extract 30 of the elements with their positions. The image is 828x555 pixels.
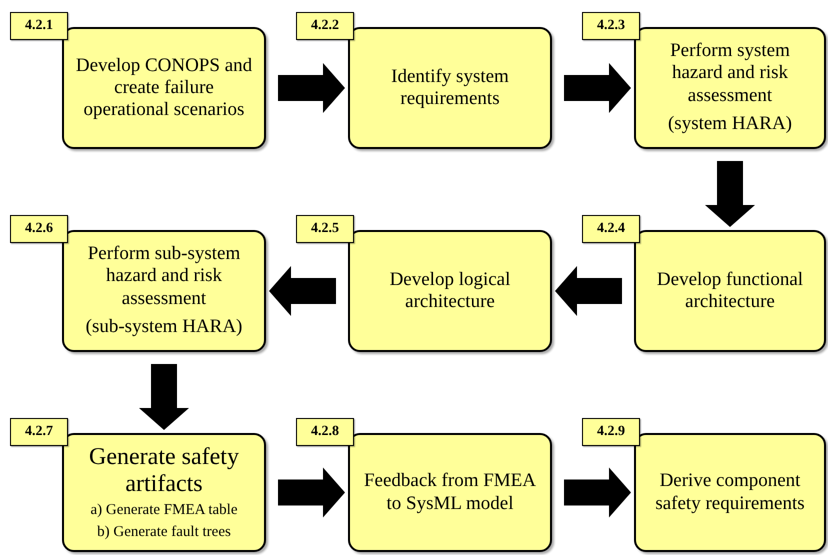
step-title: Develop logical architecture [388,268,512,314]
block-arrow [139,364,189,430]
step-title: Feedback from FMEA to SysML model [362,470,538,515]
step-title: Generate safety artifacts [88,444,240,498]
step-note: (system HARA) [668,112,792,136]
list-item: a) Generate FMEA table [90,501,238,520]
step-number-tag: 4.2.6 [10,215,68,243]
step-number-tag: 4.2.8 [296,418,354,446]
step-number-tag: 4.2.9 [582,418,640,446]
block-arrow [269,266,336,316]
step-number-tag: 4.2.1 [10,12,68,40]
step-title: Perform system hazard and risk assessment [669,40,791,107]
step-title: Perform sub-system hazard and risk assessment [86,243,242,310]
block-arrow [278,468,345,518]
step-number-tag: 4.2.7 [10,418,68,446]
step-number-tag: 4.2.4 [582,215,640,243]
step-number-tag: 4.2.3 [582,12,640,40]
step-title: Derive component safety requirements [654,470,806,515]
block-arrow [564,63,631,113]
step-title: Develop functional architecture [656,268,804,314]
step-title: Develop CONOPS and create failure operational scenarios [74,54,254,122]
block-arrow [564,468,631,518]
block-arrow [278,63,345,113]
step-number-tag: 4.2.5 [296,215,354,243]
step-title: Identify system requirements [390,66,510,110]
list-item: b) Generate fault trees [97,523,231,542]
step-number-tag: 4.2.2 [296,12,354,40]
block-arrow [705,161,755,227]
step-note: (sub-system HARA) [86,316,242,339]
block-arrow [555,266,622,316]
